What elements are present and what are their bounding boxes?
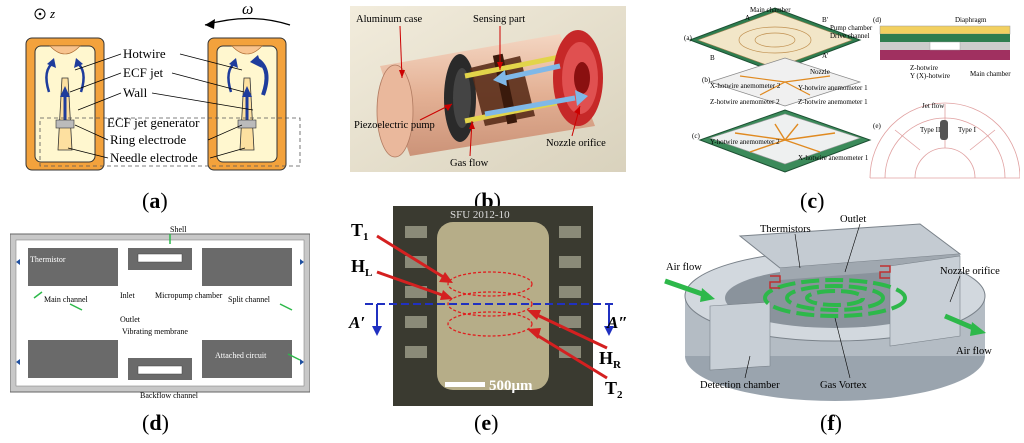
omega-label: ω — [242, 1, 253, 18]
label-gas-flow: Gas flow — [450, 158, 489, 169]
svg-text:Drive channel: Drive channel — [830, 32, 870, 40]
svg-text:Thermistor: Thermistor — [30, 255, 66, 264]
svg-text:Type I: Type I — [958, 126, 977, 134]
caption-e: (e) — [474, 410, 499, 435]
svg-text:Y-hotwire anemometer 2: Y-hotwire anemometer 2 — [710, 138, 780, 146]
chip-text: SFU 2012-10 — [450, 209, 510, 221]
svg-text:Z-hotwire anemometer 2: Z-hotwire anemometer 2 — [710, 98, 780, 106]
svg-text:HR: HR — [599, 348, 622, 371]
svg-text:HL: HL — [351, 256, 372, 279]
svg-text:A′: A′ — [348, 313, 365, 332]
svg-text:Z-hotwire anemometer 1: Z-hotwire anemometer 1 — [798, 98, 868, 106]
label-sensing-part: Sensing part — [473, 14, 525, 25]
caption-c: (c) — [800, 188, 825, 213]
svg-text:Main chamber: Main chamber — [750, 6, 791, 14]
label-aluminum-case: Aluminum case — [356, 14, 423, 25]
svg-text:Diaphragm: Diaphragm — [955, 16, 987, 24]
svg-text:Vibrating membrane: Vibrating membrane — [122, 327, 188, 336]
svg-text:(c): (c) — [692, 132, 700, 140]
label-piezoelectric-pump: Piezoelectric pump — [354, 120, 435, 131]
label-ring-electrode: Ring electrode — [110, 132, 186, 147]
svg-text:Shell: Shell — [170, 225, 187, 234]
svg-text:Nozzle orifice: Nozzle orifice — [940, 266, 1000, 277]
svg-text:Buffered channel: Buffered channel — [34, 323, 90, 332]
panel-f: Thermistors Outlet Air flow Nozzle orifi… — [660, 206, 1020, 406]
svg-text:Outlet: Outlet — [120, 315, 141, 324]
svg-text:Micropump chamber: Micropump chamber — [155, 291, 223, 300]
panel-d: Shell Thermistor Main channel Buffered c… — [10, 222, 310, 402]
svg-text:Detection chamber: Detection chamber — [700, 380, 780, 391]
svg-text:Thermistors: Thermistors — [760, 224, 811, 235]
svg-text:Gas Vortex: Gas Vortex — [820, 380, 867, 391]
svg-text:(a): (a) — [684, 34, 692, 42]
panel-a: z ω Hotwire ECF jet Wall ECF jet generat… — [20, 0, 325, 180]
svg-text:A: A — [745, 14, 750, 22]
svg-text:Backflow channel: Backflow channel — [140, 391, 199, 400]
label-ecf-jet-generator: ECF jet generator — [107, 115, 200, 130]
svg-text:T2: T2 — [605, 378, 623, 401]
svg-text:(d): (d) — [873, 16, 882, 24]
caption-a: (a) — [142, 188, 168, 213]
svg-text:B: B — [710, 54, 715, 62]
svg-text:(e): (e) — [873, 122, 881, 130]
svg-text:Outlet: Outlet — [840, 214, 866, 225]
svg-text:Jet flow: Jet flow — [922, 102, 945, 110]
panel-b: Aluminum case Sensing part Piezoelectric… — [350, 6, 626, 172]
label-needle-electrode: Needle electrode — [110, 150, 198, 165]
label-nozzle-orifice: Nozzle orifice — [546, 138, 606, 149]
label-ecf-jet: ECF jet — [123, 65, 163, 80]
svg-text:Pump chamber: Pump chamber — [830, 24, 873, 32]
svg-text:(b): (b) — [702, 76, 711, 84]
svg-text:Y-hotwire anemometer 1: Y-hotwire anemometer 1 — [798, 84, 868, 92]
caption-f: (f) — [820, 410, 842, 435]
svg-text:A″: A″ — [606, 313, 628, 332]
svg-text:T1: T1 — [351, 220, 369, 243]
svg-text:Nozzle: Nozzle — [810, 68, 830, 76]
panel-c: (a) (b) (c) (d) (e) A B' A' B Main chamb… — [680, 0, 1020, 182]
svg-text:Main channel: Main channel — [44, 295, 89, 304]
caption-d: (d) — [142, 410, 169, 435]
svg-text:Z-hotwire: Z-hotwire — [910, 64, 938, 72]
svg-text:B': B' — [822, 16, 828, 24]
svg-text:Y (X)-hotwire: Y (X)-hotwire — [910, 72, 950, 80]
z-label: z — [49, 6, 55, 21]
scale-bar-label: 500μm — [489, 378, 533, 394]
label-wall: Wall — [123, 85, 148, 100]
svg-text:Air flow: Air flow — [666, 262, 702, 273]
svg-text:A': A' — [822, 52, 828, 60]
svg-text:X-hotwire anemometer 1: X-hotwire anemometer 1 — [798, 154, 869, 162]
svg-text:Main chamber: Main chamber — [970, 70, 1011, 78]
svg-text:Type II: Type II — [920, 126, 941, 134]
label-hotwire: Hotwire — [123, 46, 166, 61]
svg-text:X-hotwire anemometer 2: X-hotwire anemometer 2 — [710, 82, 781, 90]
svg-text:Attached circuit: Attached circuit — [215, 351, 267, 360]
svg-text:Inlet: Inlet — [120, 291, 135, 300]
svg-text:Split channel: Split channel — [228, 295, 271, 304]
panel-e: SFU 2012-10 T1 HL HR T2 A′ A″ 500μm — [345, 206, 645, 406]
svg-text:Air flow: Air flow — [956, 346, 992, 357]
